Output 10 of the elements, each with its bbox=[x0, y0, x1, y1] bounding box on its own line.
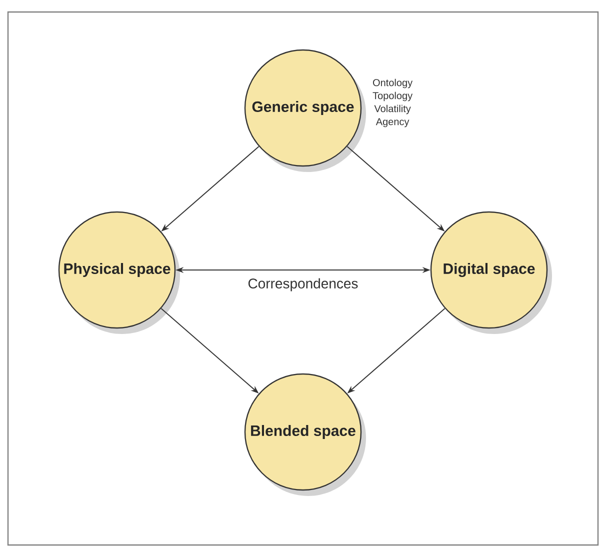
node-label: Agency bbox=[376, 118, 410, 128]
circle-node: Physical space bbox=[58, 211, 180, 334]
node-label: Volatility bbox=[374, 104, 411, 114]
attribute-list: Ontology Topology Volatility Agency bbox=[372, 78, 413, 128]
circle-node: Generic space bbox=[244, 49, 366, 172]
edge-label: Correspondences bbox=[246, 276, 360, 294]
node-label: Ontology bbox=[373, 78, 413, 88]
circle-node: Digital space bbox=[430, 211, 552, 334]
node-label: Topology bbox=[372, 92, 413, 102]
circle-node: Blended space bbox=[244, 373, 366, 496]
